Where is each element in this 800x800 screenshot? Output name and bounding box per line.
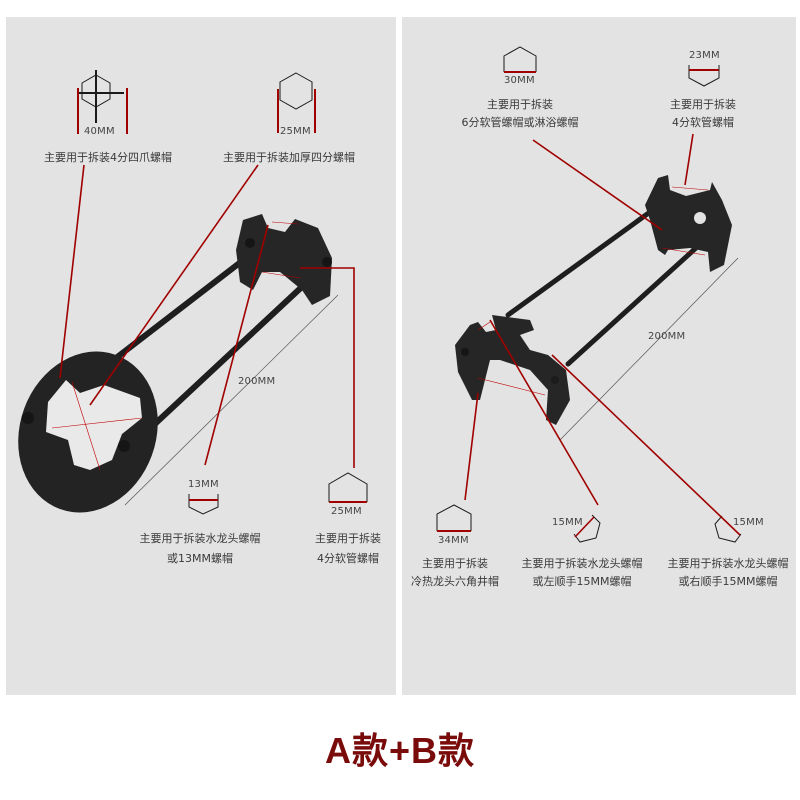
leader-lines-b (464, 133, 741, 536)
spec-desc-15mm-left-line2: 或左顺手15MM螺帽 (532, 575, 632, 588)
half-hex-up-icon (503, 46, 537, 73)
spec-desc-25mm-half-line1: 主要用于拆装 (315, 532, 381, 545)
page-title: A款+B款 (324, 730, 476, 771)
tilted-hex-left-icon (573, 514, 601, 543)
size-label-34mm: 34MM (438, 535, 469, 546)
spec-desc-13mm-line2: 或13MM螺帽 (167, 552, 233, 565)
tool-b-illustration (455, 175, 739, 441)
spec-desc-25mm-half-line2: 4分软管螺帽 (317, 552, 379, 565)
spec-desc-34mm-line1: 主要用于拆装 (422, 557, 488, 570)
tilted-hex-right-icon (714, 515, 742, 543)
panel-a-type (6, 17, 396, 695)
half-hex-up-icon (328, 472, 368, 503)
size-label-30mm: 30MM (504, 75, 535, 86)
half-hex-up-icon (436, 504, 472, 532)
spec-desc-30mm-line2: 6分软管螺帽或淋浴螺帽 (461, 116, 579, 129)
size-label-23mm: 23MM (689, 50, 720, 61)
size-label-15mm-left: 15MM (552, 517, 583, 528)
half-hex-down-icon (688, 65, 720, 87)
spec-desc-15mm-right-line1: 主要用于拆装水龙头螺帽 (667, 557, 789, 570)
spec-desc-13mm-line1: 主要用于拆装水龙头螺帽 (139, 532, 261, 545)
spec-desc-23mm-line2: 4分软管螺帽 (672, 116, 734, 129)
size-label-25mm-hex: 25MM (280, 126, 311, 137)
length-label-a: 200MM (238, 376, 276, 387)
size-label-25mm-half: 25MM (331, 506, 362, 517)
spec-desc-30mm-line1: 主要用于拆装 (487, 98, 553, 111)
spec-desc-34mm-line2: 冷热龙头六角井帽 (411, 575, 499, 588)
spec-desc-15mm-left-line1: 主要用于拆装水龙头螺帽 (521, 557, 643, 570)
length-label-b: 200MM (648, 331, 686, 342)
spec-desc-25mm-hex: 主要用于拆装加厚四分螺帽 (223, 151, 355, 164)
spec-desc-40mm: 主要用于拆装4分四爪螺帽 (44, 151, 172, 164)
spec-desc-15mm-right-line2: 或右顺手15MM螺帽 (678, 575, 778, 588)
spec-desc-23mm-line1: 主要用于拆装 (670, 98, 736, 111)
half-hex-down-icon (188, 494, 219, 515)
size-label-13mm: 13MM (188, 479, 219, 490)
tool-a-illustration (18, 214, 339, 513)
size-label-40mm: 40MM (84, 126, 115, 137)
leader-lines-a (59, 164, 355, 468)
hex-icon (277, 72, 316, 133)
hex-cross-icon (77, 70, 128, 134)
size-label-15mm-right: 15MM (733, 517, 764, 528)
